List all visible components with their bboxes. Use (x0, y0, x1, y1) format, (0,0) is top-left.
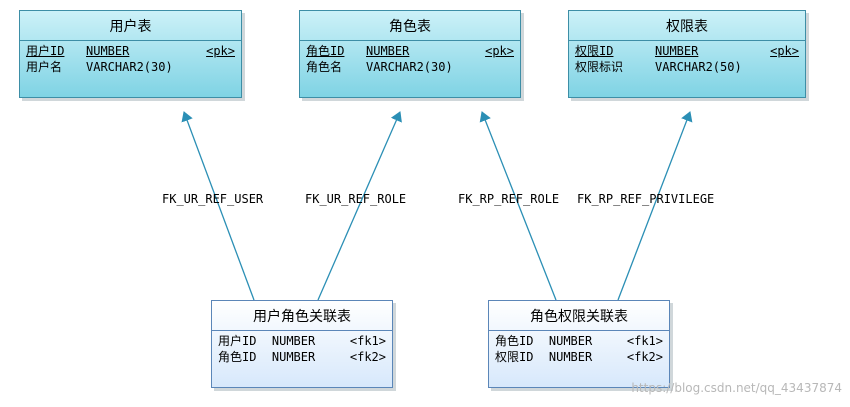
attribute-type: NUMBER (548, 334, 593, 348)
attribute-row: 角色ID NUMBER <fk1> (495, 333, 663, 349)
attribute-row: 权限ID NUMBER <pk> (575, 43, 799, 59)
fk-rp-ref-role-connector[interactable] (479, 111, 557, 301)
attribute-type: NUMBER (271, 334, 316, 348)
attribute-row: 角色ID NUMBER <fk2> (218, 349, 386, 365)
attribute-row: 权限ID NUMBER <fk2> (495, 349, 663, 365)
relation-label-fk-rp-ref-privilege: FK_RP_REF_PRIVILEGE (577, 192, 715, 206)
attribute-name: 权限ID (575, 44, 614, 58)
attribute-name: 角色ID (218, 350, 257, 364)
attribute-name: 用户ID (26, 44, 65, 58)
fk-ur-ref-role-connector[interactable] (317, 111, 402, 301)
attribute-name: 权限标识 (575, 60, 624, 74)
foreign-key-marker: <fk2> (349, 350, 386, 364)
attribute-type: NUMBER (655, 44, 699, 58)
attribute-row: 角色名 VARCHAR2(30) (306, 59, 514, 75)
attribute-list: 角色ID NUMBER <pk> 角色名 VARCHAR2(30) (300, 41, 520, 77)
attribute-type: NUMBER (366, 44, 410, 58)
relation-label-fk-ur-ref-user: FK_UR_REF_USER (162, 192, 264, 206)
entity-title: 角色权限关联表 (489, 301, 669, 331)
relation-label-fk-ur-ref-role: FK_UR_REF_ROLE (305, 192, 407, 206)
attribute-type: NUMBER (548, 350, 593, 364)
relation-label-fk-rp-ref-role: FK_RP_REF_ROLE (458, 192, 560, 206)
entity-role-table[interactable]: 角色表 角色ID NUMBER <pk> 角色名 VARCHAR2(30) (299, 10, 521, 98)
entity-user-role-table[interactable]: 用户角色关联表 用户ID NUMBER <fk1> 角色ID NUMBER <f… (211, 300, 393, 388)
entity-title: 用户表 (20, 11, 241, 41)
attribute-type: NUMBER (271, 350, 316, 364)
attribute-list: 权限ID NUMBER <pk> 权限标识 VARCHAR2(50) (569, 41, 805, 77)
foreign-key-marker: <fk1> (349, 334, 386, 348)
attribute-type: VARCHAR2(50) (655, 60, 742, 74)
attribute-name: 权限ID (495, 350, 534, 364)
entity-privilege-table[interactable]: 权限表 权限ID NUMBER <pk> 权限标识 VARCHAR2(50) (568, 10, 806, 98)
fk-rp-ref-privilege-connector[interactable] (617, 111, 693, 301)
attribute-row: 用户ID NUMBER <fk1> (218, 333, 386, 349)
attribute-type: VARCHAR2(30) (86, 60, 173, 74)
attribute-list: 用户ID NUMBER <pk> 用户名 VARCHAR2(30) (20, 41, 241, 77)
primary-key-marker: <pk> (770, 44, 799, 58)
entity-title: 用户角色关联表 (212, 301, 392, 331)
attribute-row: 角色ID NUMBER <pk> (306, 43, 514, 59)
attribute-name: 用户名 (26, 60, 63, 74)
attribute-type: NUMBER (86, 44, 130, 58)
attribute-type: VARCHAR2(30) (366, 60, 453, 74)
attribute-row: 用户名 VARCHAR2(30) (26, 59, 235, 75)
attribute-name: 角色名 (306, 60, 343, 74)
primary-key-marker: <pk> (485, 44, 514, 58)
attribute-name: 用户ID (218, 334, 257, 348)
attribute-name: 角色ID (495, 334, 534, 348)
attribute-row: 权限标识 VARCHAR2(50) (575, 59, 799, 75)
attribute-list: 角色ID NUMBER <fk1> 权限ID NUMBER <fk2> (489, 331, 669, 367)
foreign-key-marker: <fk1> (626, 334, 663, 348)
entity-role-privilege-table[interactable]: 角色权限关联表 角色ID NUMBER <fk1> 权限ID NUMBER <f… (488, 300, 670, 388)
entity-title: 角色表 (300, 11, 520, 41)
fk-ur-ref-user-connector[interactable] (181, 111, 255, 301)
watermark: https://blog.csdn.net/qq_43437874 (631, 381, 842, 395)
primary-key-marker: <pk> (206, 44, 235, 58)
entity-title: 权限表 (569, 11, 805, 41)
entity-user-table[interactable]: 用户表 用户ID NUMBER <pk> 用户名 VARCHAR2(30) (19, 10, 242, 98)
foreign-key-marker: <fk2> (626, 350, 663, 364)
attribute-row: 用户ID NUMBER <pk> (26, 43, 235, 59)
attribute-list: 用户ID NUMBER <fk1> 角色ID NUMBER <fk2> (212, 331, 392, 367)
attribute-name: 角色ID (306, 44, 345, 58)
